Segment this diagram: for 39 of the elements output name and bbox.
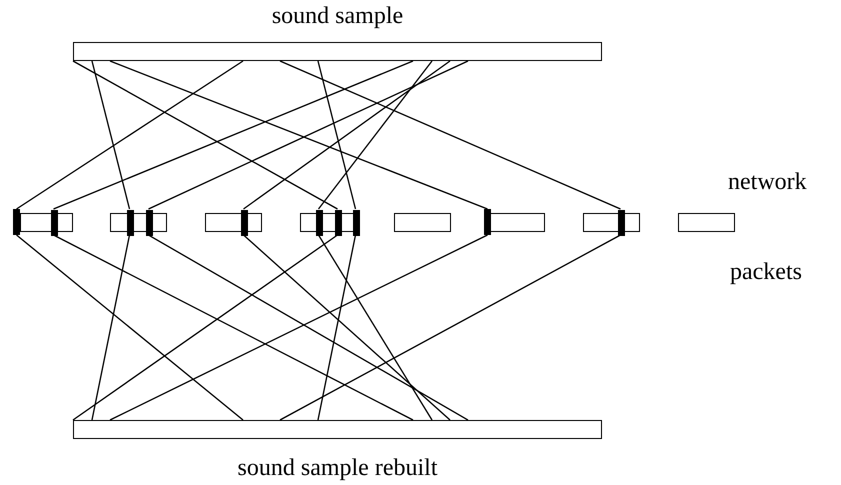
- connector-line: [318, 234, 433, 420]
- connector-line: [16, 60, 244, 210]
- packet-marker: [127, 210, 134, 236]
- connector-line: [317, 234, 356, 420]
- packet-marker: [51, 210, 58, 236]
- connector-line: [110, 234, 488, 421]
- connector-line: [243, 60, 450, 210]
- connector-line: [53, 60, 414, 210]
- packet-marker: [316, 210, 323, 236]
- bar-title: sound sample: [272, 2, 404, 30]
- connector-line: [72, 234, 338, 421]
- connector-line: [16, 234, 244, 420]
- sample-bar: [73, 420, 602, 439]
- connector-line: [91, 234, 130, 420]
- connector-line: [317, 60, 356, 210]
- connector-line: [110, 60, 488, 210]
- packet-box: [678, 213, 735, 232]
- connector-line: [280, 234, 621, 421]
- sample-bar: [73, 42, 602, 61]
- connector-line: [243, 234, 450, 420]
- connector-line: [53, 234, 414, 421]
- packet-marker: [13, 209, 20, 235]
- packet-marker: [241, 210, 248, 236]
- connector-line: [91, 60, 130, 210]
- packet-box: [488, 213, 545, 232]
- connector-line: [148, 60, 468, 210]
- packet-marker: [353, 210, 360, 236]
- connector-line: [148, 234, 468, 421]
- connector-line: [280, 60, 621, 210]
- bar-title: sound sample rebuilt: [238, 454, 438, 482]
- packet-marker: [618, 210, 625, 236]
- packet-marker: [335, 210, 342, 236]
- packet-box: [394, 213, 451, 232]
- side-label: packets: [730, 258, 802, 286]
- connector-line: [318, 60, 433, 210]
- side-label: network: [728, 168, 807, 196]
- connector-line: [72, 60, 338, 210]
- packet-marker: [146, 210, 153, 236]
- packet-marker: [484, 209, 491, 235]
